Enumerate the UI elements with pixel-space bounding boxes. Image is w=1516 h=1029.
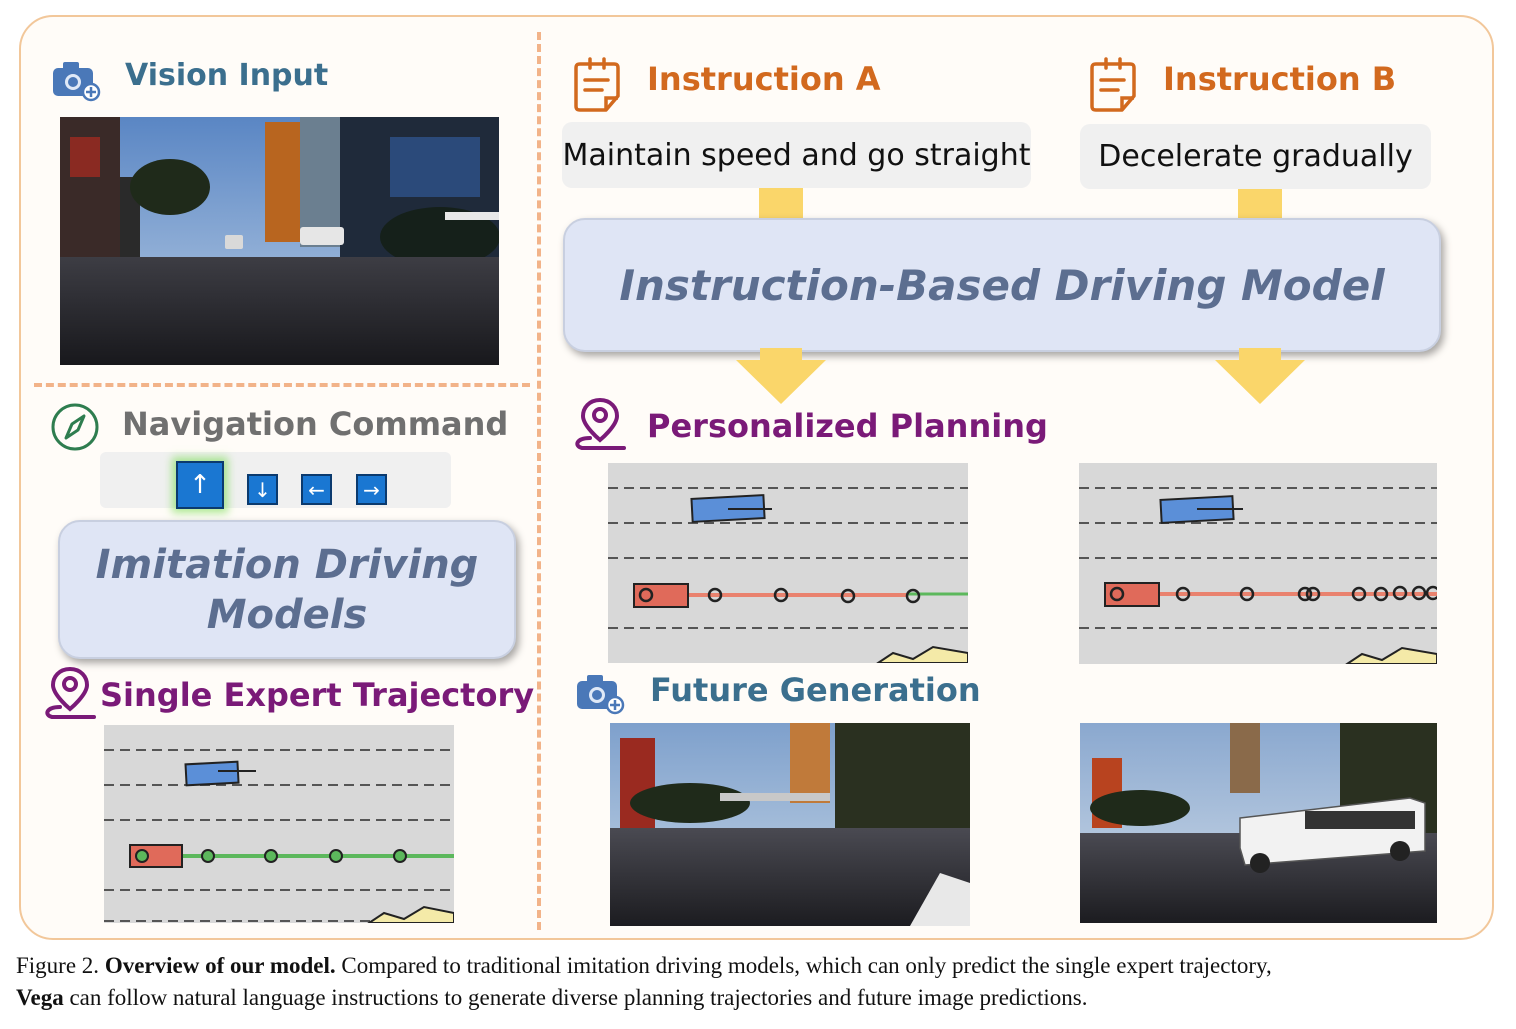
caption-bold-title: Overview of our model. xyxy=(105,953,336,978)
connector-a xyxy=(759,188,803,222)
future-image-a xyxy=(610,723,970,926)
nav-straight-button[interactable]: ↑ xyxy=(176,461,224,509)
instruction-b-text: Decelerate gradually xyxy=(1080,124,1431,189)
nav-right-button[interactable]: → xyxy=(356,474,387,505)
caption-prefix: Figure 2. xyxy=(16,953,99,978)
navigation-command-title: Navigation Command xyxy=(122,405,508,443)
clipboard-icon-a xyxy=(570,56,624,118)
vision-input-image xyxy=(60,117,499,365)
planning-map-a xyxy=(608,463,968,663)
imitation-model-line1: Imitation Driving xyxy=(96,540,479,590)
location-pin-icon-planning xyxy=(570,396,628,456)
vertical-divider xyxy=(537,32,541,930)
future-generation-title: Future Generation xyxy=(650,671,981,709)
arrow-down-a xyxy=(736,348,826,408)
clipboard-icon-b xyxy=(1086,56,1140,118)
instruction-b-title: Instruction B xyxy=(1163,60,1396,98)
vision-input-title: Vision Input xyxy=(125,58,328,93)
compass-icon xyxy=(50,402,102,456)
single-expert-trajectory-title: Single Expert Trajectory xyxy=(100,676,534,714)
imitation-model-line2: Models xyxy=(207,590,368,640)
caption-text1: Compared to traditional imitation drivin… xyxy=(341,953,1271,978)
future-image-b xyxy=(1080,723,1437,923)
caption-text2: can follow natural language instructions… xyxy=(69,985,1087,1010)
nav-down-button[interactable]: ↓ xyxy=(247,474,278,505)
nav-left-button[interactable]: ← xyxy=(301,474,332,505)
camera-icon xyxy=(50,58,102,108)
location-pin-icon xyxy=(40,665,98,725)
caption-model-name: Vega xyxy=(16,985,64,1010)
planning-map-b xyxy=(1079,463,1437,664)
single-expert-trajectory-map xyxy=(104,725,454,923)
camera-icon-future xyxy=(574,671,626,721)
instruction-a-title: Instruction A xyxy=(647,60,881,98)
horizontal-divider xyxy=(34,383,530,387)
arrow-down-b xyxy=(1215,348,1305,408)
instruction-based-driving-model-box: Instruction-Based Driving Model xyxy=(563,218,1441,352)
instruction-a-text: Maintain speed and go straight xyxy=(562,122,1031,188)
figure-caption: Figure 2. Overview of our model. Compare… xyxy=(16,950,1506,1014)
personalized-planning-title: Personalized Planning xyxy=(647,407,1048,445)
imitation-driving-models-box: Imitation Driving Models xyxy=(58,520,516,659)
